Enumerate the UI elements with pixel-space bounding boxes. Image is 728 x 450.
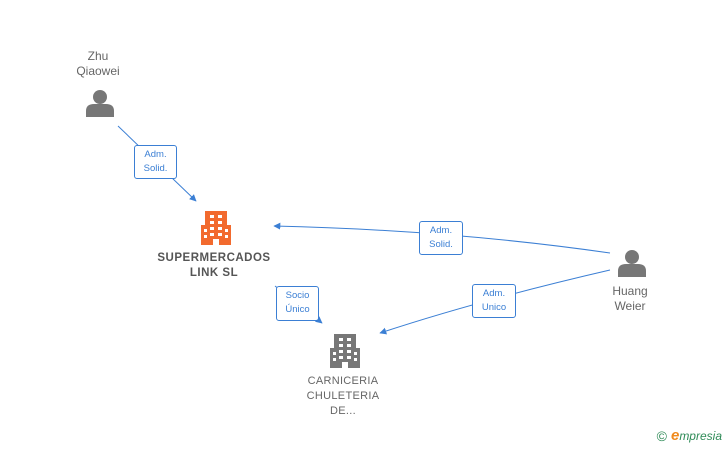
person-name-line: Zhu xyxy=(87,49,109,63)
brand-logo-initial: e xyxy=(670,427,680,444)
person-icon[interactable] xyxy=(618,250,646,277)
person-name-line: Huang xyxy=(612,284,648,298)
brand-name: mpresia xyxy=(679,429,722,443)
edge-label-adm-solid[interactable]: Adm. Solid. xyxy=(134,145,177,179)
company-name-line: LINK SL xyxy=(189,267,239,279)
company-name-line: CARNICERIA xyxy=(307,375,379,387)
brand-watermark: © empresia xyxy=(657,427,722,444)
edge-label-line: Solid. xyxy=(429,239,453,250)
edge-label-adm-solid[interactable]: Adm. Solid. xyxy=(419,221,463,255)
edge-label-line: Unico xyxy=(481,302,507,313)
person-label-huang[interactable]: Huang Weier xyxy=(598,284,662,314)
edge-label-line: Adm. xyxy=(482,288,506,299)
company-name-line: SUPERMERCADOS xyxy=(157,252,271,264)
building-icon[interactable] xyxy=(330,334,360,368)
building-icon[interactable] xyxy=(201,211,231,245)
edge-label-line: Único xyxy=(285,304,310,315)
company-label-carniceria[interactable]: CARNICERIA CHULETERIA DE... xyxy=(293,374,393,419)
edge-label-line: Socio xyxy=(285,290,310,301)
edge-label-adm-unico[interactable]: Adm. Unico xyxy=(472,284,516,318)
person-icon[interactable] xyxy=(86,90,114,117)
edge-label-line: Solid. xyxy=(143,163,168,174)
edge-label-socio-unico[interactable]: Socio Único xyxy=(276,286,319,321)
edge-label-line: Adm. xyxy=(429,225,453,236)
person-name-line: Weier xyxy=(614,299,646,313)
company-name-line: DE... xyxy=(330,405,356,417)
company-label-supermercados[interactable]: SUPERMERCADOS LINK SL xyxy=(144,251,284,281)
edge-label-line: Adm. xyxy=(144,149,167,160)
person-label-zhu[interactable]: Zhu Qiaowei xyxy=(66,49,130,79)
company-name-line: CHULETERIA xyxy=(306,390,380,402)
person-name-line: Qiaowei xyxy=(76,64,120,78)
copyright-symbol: © xyxy=(656,427,667,444)
